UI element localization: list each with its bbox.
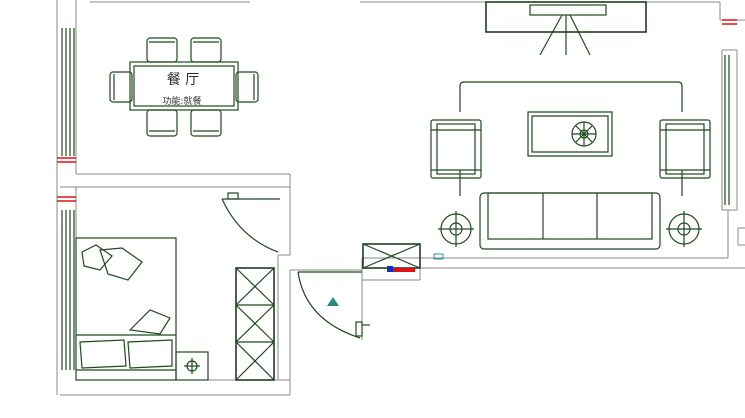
left-window-upper bbox=[57, 28, 76, 163]
armchair-left bbox=[430, 119, 482, 179]
dining-room-function: 功能:就餐 bbox=[162, 95, 201, 107]
dining-table bbox=[129, 61, 239, 111]
dining-room-name: 餐 厅 bbox=[167, 72, 199, 88]
nightstand bbox=[175, 351, 209, 381]
coffee-table bbox=[527, 111, 613, 157]
bedroom-door-swing-icon bbox=[221, 192, 280, 253]
right-window bbox=[722, 19, 737, 205]
living-area-rug bbox=[459, 81, 683, 196]
elevation-marker-icon bbox=[327, 297, 339, 306]
tv-cabinet bbox=[485, 1, 647, 56]
lamp-icon bbox=[666, 211, 702, 247]
wardrobe bbox=[235, 267, 275, 381]
dining-chairs bbox=[109, 37, 259, 137]
left-window-lower bbox=[57, 196, 76, 370]
bed bbox=[75, 237, 177, 381]
entry-door-swing-icon bbox=[297, 271, 370, 339]
compass-rose-icon bbox=[571, 121, 597, 147]
walls bbox=[56, 0, 745, 396]
armchair-right bbox=[659, 119, 711, 179]
sofa bbox=[479, 192, 661, 250]
shoe-cabinet bbox=[362, 243, 444, 272]
lamp-icon bbox=[438, 211, 474, 247]
